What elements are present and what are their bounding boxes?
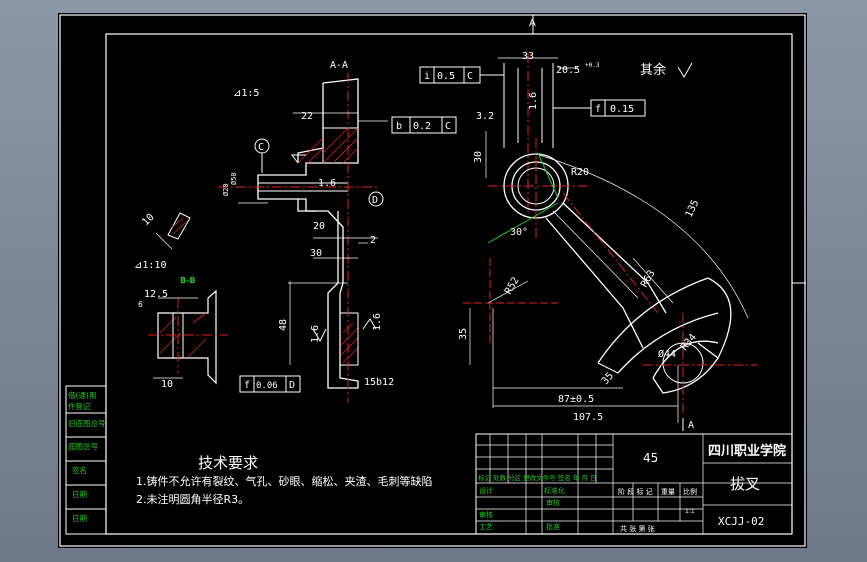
tb-scale: 比例 — [683, 487, 697, 496]
tech-req-line-2: 2.未注明圆角半径R3。 — [136, 492, 249, 506]
taper-1-5: ⊿1:5 — [233, 88, 259, 99]
tb-sheets: 共 张 第 张 — [620, 524, 655, 533]
tech-req-title: 技术要求 — [198, 454, 258, 472]
tb-check: 审核 — [546, 498, 560, 507]
dim-10-taper: 10 — [140, 212, 156, 228]
dim-30-deg: 30° — [510, 227, 528, 238]
tb-approve: 批准 — [546, 522, 560, 531]
technical-requirements: 技术要求 1.铸件不允许有裂纹、气孔、砂眼、缩松、夹渣、毛刺等缺陷 2.未注明圆… — [136, 454, 433, 506]
view-marker-top: A — [529, 18, 536, 29]
dim-r63: R63 — [639, 268, 658, 289]
left-label-5: 签名 — [72, 465, 87, 475]
tb-weight: 重量 — [661, 488, 675, 496]
taper-1-10: ⊿1:10 — [134, 260, 166, 271]
tolerance-frame-f2: f 0.06 D — [239, 375, 301, 393]
dim-30-left: 30 — [310, 248, 322, 259]
dim-3-2: 3.2 — [476, 111, 494, 122]
left-label-7: 日期 — [72, 514, 87, 523]
dim-35-vert: 35 — [458, 328, 469, 340]
tol-f2-symbol: f — [244, 380, 250, 391]
tb-process: 工艺 — [479, 523, 493, 531]
section-bb-label: B-B — [180, 276, 196, 285]
dim-107-5: 107.5 — [573, 412, 603, 423]
dim-6: 6 — [138, 300, 143, 309]
tolerance-frame-b: b 0.2 C — [391, 116, 457, 134]
dim-33: 33 — [522, 51, 534, 62]
hub-bore — [517, 167, 555, 205]
tb-standard: 标准化 — [544, 486, 565, 495]
taper-detail: 10 ⊿1:10 — [134, 212, 191, 271]
tb-header-row: 标记 处数 分区 更改文件号 签名 年 月 日 — [478, 473, 596, 482]
inner-frame — [105, 33, 793, 535]
tol-i-value: 0.5 — [437, 71, 455, 82]
tolerance-frame-f1: f 0.15 — [553, 99, 646, 117]
dim-1-6-top: 1.6 — [528, 92, 539, 110]
datum-c-label: C — [258, 142, 264, 153]
dim-r20: R20 — [571, 167, 589, 178]
dim-15b12: 15b12 — [364, 377, 394, 388]
tol-b-symbol: b — [396, 121, 402, 132]
dim-1-6-bore: 1.6 — [318, 178, 336, 189]
left-label-3: 旧底图总号 — [68, 418, 106, 428]
tol-f2-value: 0.06 — [256, 381, 278, 391]
dim-48: 48 — [278, 319, 289, 331]
tol-b-value: 0.2 — [413, 121, 431, 132]
tol-f1-symbol: f — [595, 104, 601, 115]
section-bb-view: B-B 12.5 6 10 — [138, 276, 228, 390]
dim-20-5-tol: +0.3 — [585, 62, 600, 69]
datum-d-label: D — [372, 195, 378, 206]
tol-b-ref: C — [445, 121, 451, 132]
tb-review: 审核 — [479, 510, 493, 519]
material: 45 — [643, 451, 658, 465]
left-strip: 借(通)用 件登记 旧底图总号 底图总号 签名 日期 日期 — [65, 385, 107, 535]
fork-hole — [662, 342, 704, 384]
dim-d50: Ø50 — [230, 172, 238, 185]
dim-d20: Ø20 — [222, 183, 230, 196]
school-name: 四川职业学院 — [708, 443, 786, 459]
tech-req-line-1: 1.铸件不允许有裂纹、气孔、砂眼、缩松、夹渣、毛刺等缺陷 — [136, 474, 433, 488]
dim-20-5: 20.5 — [556, 65, 580, 76]
dim-135: 135 — [684, 198, 702, 219]
dim-87: 87±0.5 — [558, 394, 594, 405]
tb-scale-value: 1:1 — [685, 508, 695, 515]
drawing-sheet: A 借(通)用 件登记 旧底图总号 底图总号 签名 日期 日期 A-A — [58, 13, 807, 548]
dim-2: 2 — [370, 235, 376, 246]
left-label-1: 借(通)用 — [68, 390, 96, 400]
dim-1-6-right: 1.6 — [372, 313, 383, 331]
left-label-2: 件登记 — [68, 401, 91, 411]
dim-22: 22 — [301, 111, 313, 122]
part-name: 拔叉 — [730, 475, 760, 493]
tol-f1-value: 0.15 — [610, 104, 634, 115]
dim-d44: Ø44 — [658, 348, 676, 360]
dim-30-vert: 30 — [473, 151, 484, 163]
main-front-view: 33 20.5 +0.3 3.2 1.6 30 R20 30° R52 R63 … — [458, 51, 758, 431]
tb-stage: 阶 段 标 记 — [618, 487, 653, 496]
section-aa-view: A-A ⊿1:5 22 1.6 20 3 — [218, 60, 394, 403]
left-label-4: 底图总号 — [68, 441, 98, 451]
drawing-number: XCJJ-02 — [718, 515, 764, 528]
tb-design: 设计 — [479, 486, 493, 495]
dim-12-5: 12.5 — [144, 289, 168, 300]
dim-r34: R34 — [679, 332, 699, 353]
section-aa-label: A-A — [330, 60, 348, 71]
tol-i-symbol: i — [424, 71, 430, 82]
tol-i-ref: C — [467, 71, 473, 82]
left-label-6: 日期 — [72, 490, 87, 499]
other-roughness-label: 其余 — [640, 62, 666, 78]
dim-10-bb: 10 — [161, 379, 173, 390]
dim-35-diag: 35 — [600, 371, 616, 387]
cad-drawing: A 借(通)用 件登记 旧底图总号 底图总号 签名 日期 日期 A-A — [59, 14, 806, 547]
tol-f2-ref: D — [289, 380, 295, 391]
view-marker-bottom: A — [688, 420, 694, 431]
roughness-symbol-icon — [677, 62, 693, 78]
title-block: 45 四川职业学院 拔叉 XCJJ-02 标记 处数 分区 更改文件号 签名 年… — [475, 433, 793, 535]
outer-frame — [59, 14, 806, 547]
tolerance-frame-i: i 0.5 C — [419, 66, 504, 84]
datum-d-circle — [368, 191, 384, 207]
dim-20: 20 — [313, 221, 325, 232]
